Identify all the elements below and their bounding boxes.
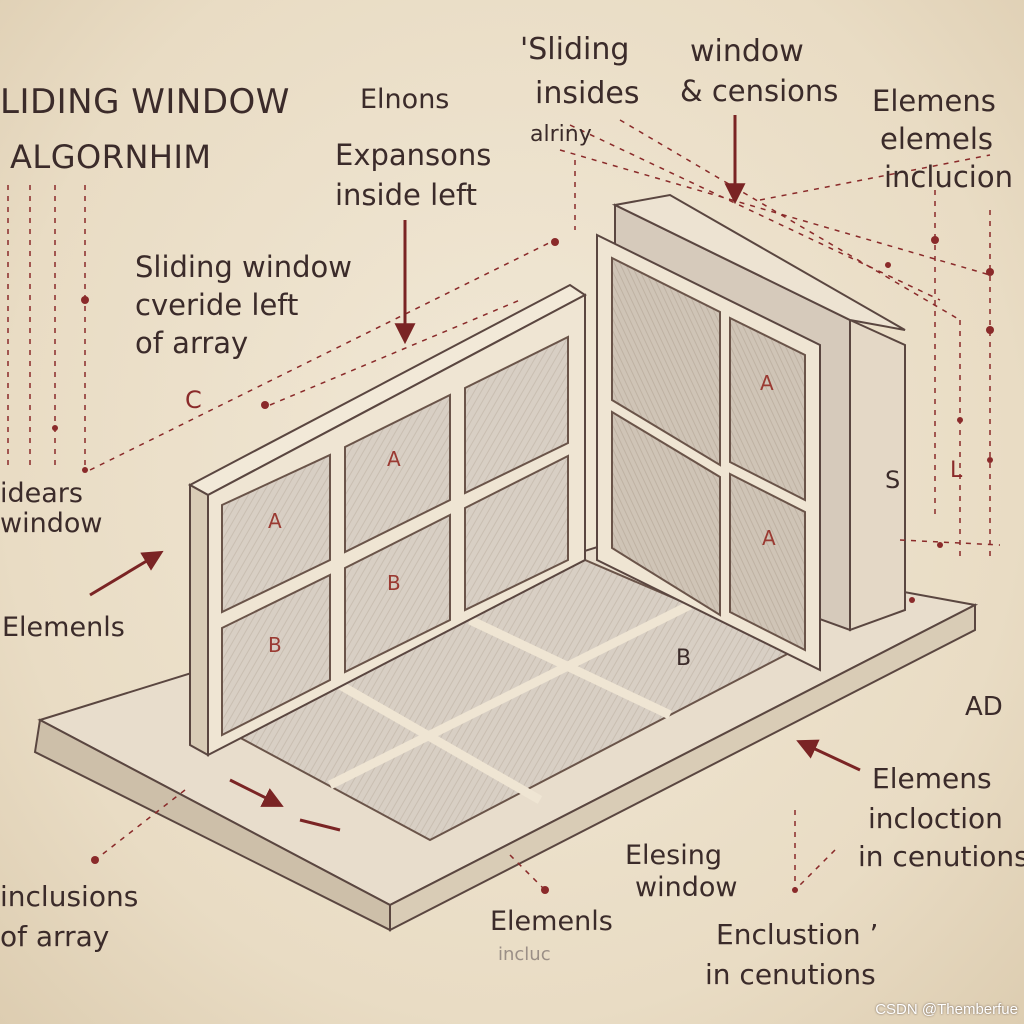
label-elnons: Elnons: [360, 84, 450, 115]
label-idears-2: window: [0, 508, 103, 539]
back-window-frame: A A: [596, 193, 906, 672]
label-l-mark: L: [950, 458, 963, 483]
back-cell-a2-letter: A: [762, 526, 776, 550]
label-window-censions-1: window: [690, 34, 804, 69]
label-s-mark: S: [885, 466, 901, 494]
label-elemens-right-3: in cenutions: [858, 840, 1024, 873]
label-sliding-cveride-1: Sliding window: [135, 250, 353, 284]
floor-cell-b-letter: B: [676, 646, 691, 671]
label-enclustion-2: in cenutions: [705, 958, 876, 991]
front-cell-b1-letter: B: [268, 633, 282, 657]
label-c-mark: C: [185, 386, 202, 414]
annotation-dots: [52, 236, 994, 894]
label-elemens-top-1: Elemens: [872, 84, 996, 118]
label-elesing-2: window: [635, 872, 738, 903]
label-elements-left: Elemenls: [2, 612, 125, 643]
label-expansons-2: inside left: [335, 178, 478, 212]
label-inclusions-2: of array: [0, 920, 110, 953]
front-cell-a2-letter: A: [387, 447, 401, 471]
label-sliding-cveride-2: cveride left: [135, 288, 299, 322]
diagram-title-line1: LIDING WINDOW: [0, 82, 290, 122]
label-window-censions-2: & censions: [680, 74, 839, 108]
watermark: CSDN @Themberfue: [875, 1001, 1018, 1018]
label-sliding-insides-2: insides: [535, 76, 640, 111]
label-inclusions-1: inclusions: [0, 880, 139, 913]
back-cell-a-letter: A: [760, 371, 774, 395]
label-elesing-1: Elesing: [625, 840, 722, 871]
label-expansons-1: Expansons: [335, 138, 492, 172]
label-elements-bottom-1: Elemenls: [490, 906, 613, 937]
label-sliding-cveride-3: of array: [135, 326, 249, 360]
front-sliding-window: A A B B: [187, 283, 587, 757]
label-elemens-right-2: incloction: [868, 802, 1003, 835]
annotation-arrows: [89, 115, 861, 832]
front-cell-b2-letter: B: [387, 571, 401, 595]
label-elemens-top-3: inclucion: [884, 160, 1013, 194]
front-cell-a1-letter: A: [268, 509, 282, 533]
label-elemens-right-1: Elemens: [872, 762, 992, 795]
label-ad: AD: [965, 692, 1003, 722]
label-sliding-insides-3: alriny: [530, 122, 592, 147]
label-elements-bottom-2: incluc: [498, 944, 551, 965]
label-idears-1: idears: [0, 478, 83, 509]
label-enclustion-1: Enclustion ’: [716, 918, 879, 951]
label-elemens-top-2: elemels: [880, 122, 993, 156]
diagram-title-line2: ALGORNHIM: [10, 138, 212, 176]
label-sliding-insides-1: 'Sliding: [520, 32, 630, 67]
